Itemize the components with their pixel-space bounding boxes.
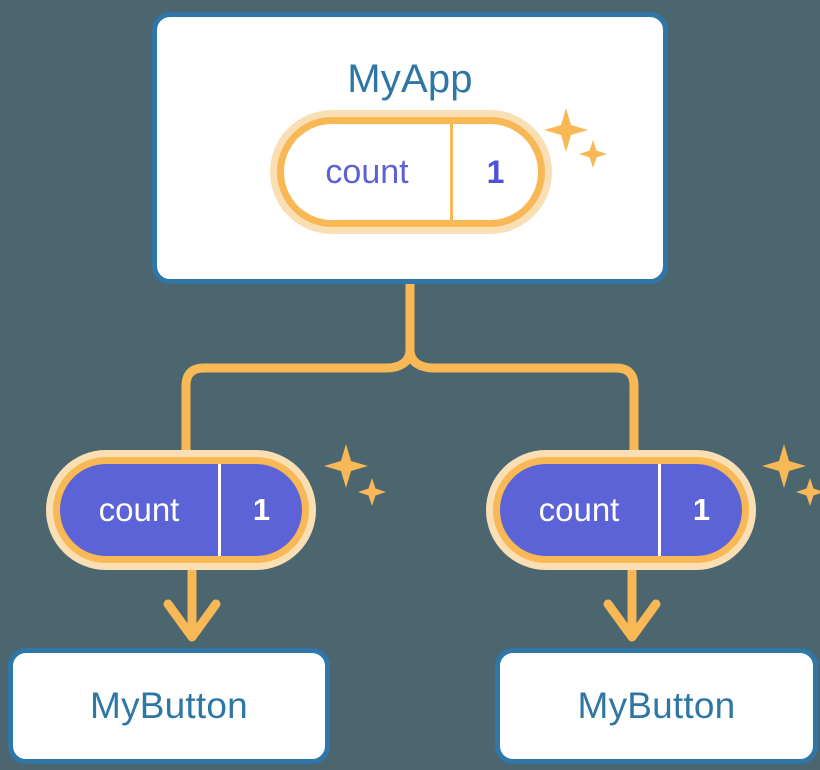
pill-inner: count 1: [284, 124, 538, 220]
child-pill-value-right: 1: [658, 464, 742, 556]
app-pill-value: 1: [450, 124, 538, 220]
child-pill-key-right: count: [538, 491, 620, 528]
pill-ring: count 1: [277, 117, 545, 227]
app-card-title: MyApp: [347, 57, 473, 101]
child-state-pill-right[interactable]: count 1: [486, 450, 756, 570]
pill-halo: count 1: [46, 450, 316, 570]
pill-ring: count 1: [53, 457, 309, 563]
child-state-pill-left[interactable]: count 1: [46, 450, 316, 570]
pill-halo: count 1: [270, 110, 552, 234]
child-pill-key-left: count: [98, 491, 180, 528]
arrow-head-right: [603, 599, 661, 642]
button-card-left-title: MyButton: [90, 685, 248, 726]
pill-ring: count 1: [493, 457, 749, 563]
pill-halo: count 1: [486, 450, 756, 570]
connector-branch-right: [405, 349, 639, 452]
button-card-right-title: MyButton: [577, 685, 736, 726]
app-state-pill[interactable]: count 1: [270, 110, 552, 234]
child-pill-value-left: 1: [218, 464, 302, 556]
button-card-left[interactable]: MyButton: [8, 648, 330, 764]
arrow-head-left: [163, 599, 221, 642]
app-pill-key: count: [325, 152, 409, 191]
pill-inner: count 1: [500, 464, 742, 556]
pill-inner: count 1: [60, 464, 302, 556]
button-card-right[interactable]: MyButton: [495, 648, 818, 764]
connector-branch-left: [181, 349, 415, 452]
